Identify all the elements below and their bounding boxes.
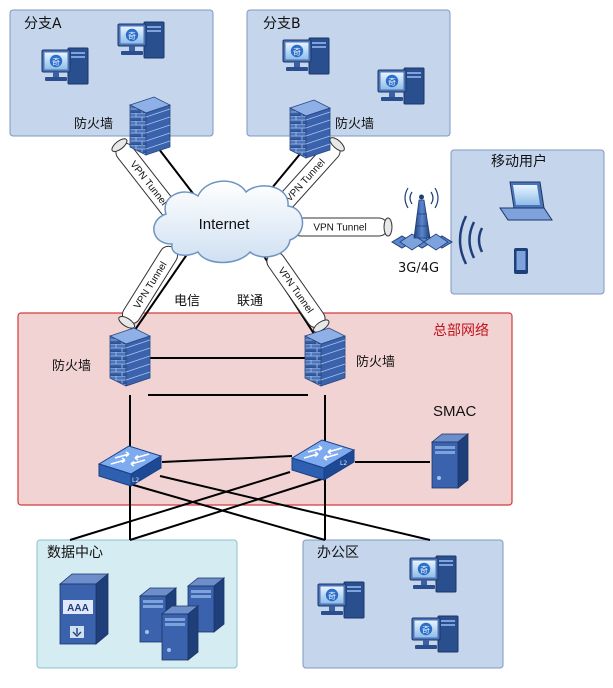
aaa-server-icon: AAA <box>58 573 110 645</box>
svg-text:AAA: AAA <box>67 603 89 614</box>
office-pc-3-icon <box>411 615 459 653</box>
internet-label: Internet <box>199 216 251 233</box>
office-area-label: 办公区 <box>317 545 359 561</box>
branch-b-firewall-label: 防火墙 <box>335 116 374 132</box>
branch-a-pc-2-icon <box>117 21 165 59</box>
network-links <box>69 139 431 541</box>
branch-a-pc-1-icon <box>41 47 89 85</box>
data-center-server-3-icon <box>161 605 199 661</box>
office-pc-2-icon <box>409 555 457 593</box>
office-pc-1-icon <box>317 581 365 619</box>
internet-cloud-icon <box>153 180 304 264</box>
isp-unicom-label: 联通 <box>237 294 263 309</box>
smartphone-icon <box>514 248 528 274</box>
smac-label: SMAC <box>433 403 477 420</box>
hq-firewall-left-icon <box>109 327 151 387</box>
svg-text:VPN Tunnel: VPN Tunnel <box>127 159 169 208</box>
smac-server-icon <box>431 433 469 489</box>
svg-text:VPN Tunnel: VPN Tunnel <box>313 223 366 234</box>
data-center-label: 数据中心 <box>47 545 103 561</box>
branch-a-firewall-label: 防火墙 <box>74 116 113 132</box>
hq-firewall-right-icon <box>304 327 346 387</box>
laptop-icon <box>499 181 553 221</box>
hq-firewall-right-label: 防火墙 <box>356 354 395 370</box>
isp-telecom-label: 电信 <box>174 294 200 309</box>
hq-switch-left-tag: L2 <box>132 477 139 484</box>
branch-b-pc-1-icon <box>282 37 330 75</box>
branch-a-firewall-icon <box>129 96 171 156</box>
branch-b-firewall-icon <box>289 99 331 159</box>
mobile-users-zone <box>450 149 605 295</box>
wireless-signal-icon <box>458 215 484 265</box>
branch-a-label: 分支A <box>24 16 62 32</box>
cellular-label: 3G/4G <box>398 261 439 276</box>
branch-b-pc-2-icon <box>377 67 425 105</box>
mobile-users-label: 移动用户 <box>491 153 547 170</box>
hq-firewall-left-label: 防火墙 <box>52 358 91 374</box>
branch-b-label: 分支B <box>263 16 301 32</box>
vpn-tunnel-mobile: VPN Tunnel <box>291 217 393 237</box>
hq-switch-right-tag: L2 <box>340 460 347 467</box>
hq-network-label: 总部网络 <box>433 323 489 339</box>
cellular-tower-icon <box>391 187 453 251</box>
